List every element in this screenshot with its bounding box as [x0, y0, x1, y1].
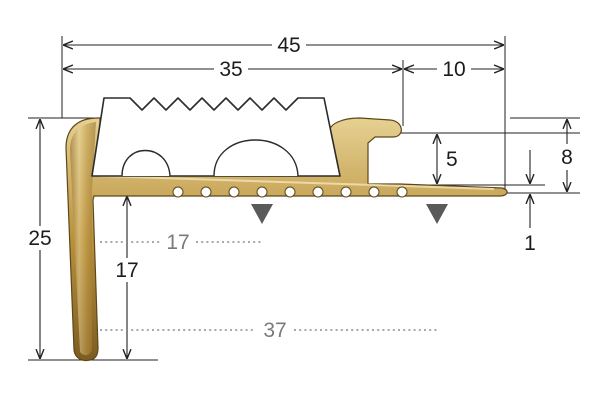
label-bg-45 — [272, 34, 306, 56]
dim-label-lip-width: 10 — [442, 58, 465, 81]
label-bg-17 — [112, 258, 142, 282]
dim-label-nose-thickness: 1 — [524, 232, 536, 255]
dotted-label-upper: 17 — [166, 231, 189, 254]
label-bg-25 — [25, 226, 55, 250]
insert-hollow-right — [213, 139, 299, 177]
dim-label-insert-width: 35 — [219, 58, 242, 81]
dim-label-slot-depth: 5 — [446, 148, 458, 171]
triangle-down-icon — [251, 204, 273, 224]
insert-hollow-left — [121, 150, 171, 177]
dotted-lines — [100, 241, 438, 331]
extension-lines — [28, 36, 580, 361]
grip-grooves — [172, 186, 408, 198]
label-bg-10 — [437, 58, 471, 80]
profile-leg-shading — [70, 122, 96, 356]
label-bg-8 — [556, 144, 578, 170]
dim-label-leg-height: 17 — [115, 259, 138, 282]
dimension-lines — [40, 45, 567, 359]
fixing-markers — [251, 204, 448, 224]
triangle-down-icon — [426, 204, 448, 224]
dim-label-total-width: 45 — [277, 34, 300, 57]
aluminium-profile — [65, 117, 508, 362]
profile-highlight — [99, 175, 495, 190]
dotted-label-lower: 37 — [263, 319, 286, 342]
dim-label-profile-height: 8 — [561, 146, 573, 169]
label-bg-35 — [214, 58, 248, 80]
anti-slip-insert — [91, 97, 341, 177]
dim-label-total-height: 25 — [28, 227, 51, 250]
